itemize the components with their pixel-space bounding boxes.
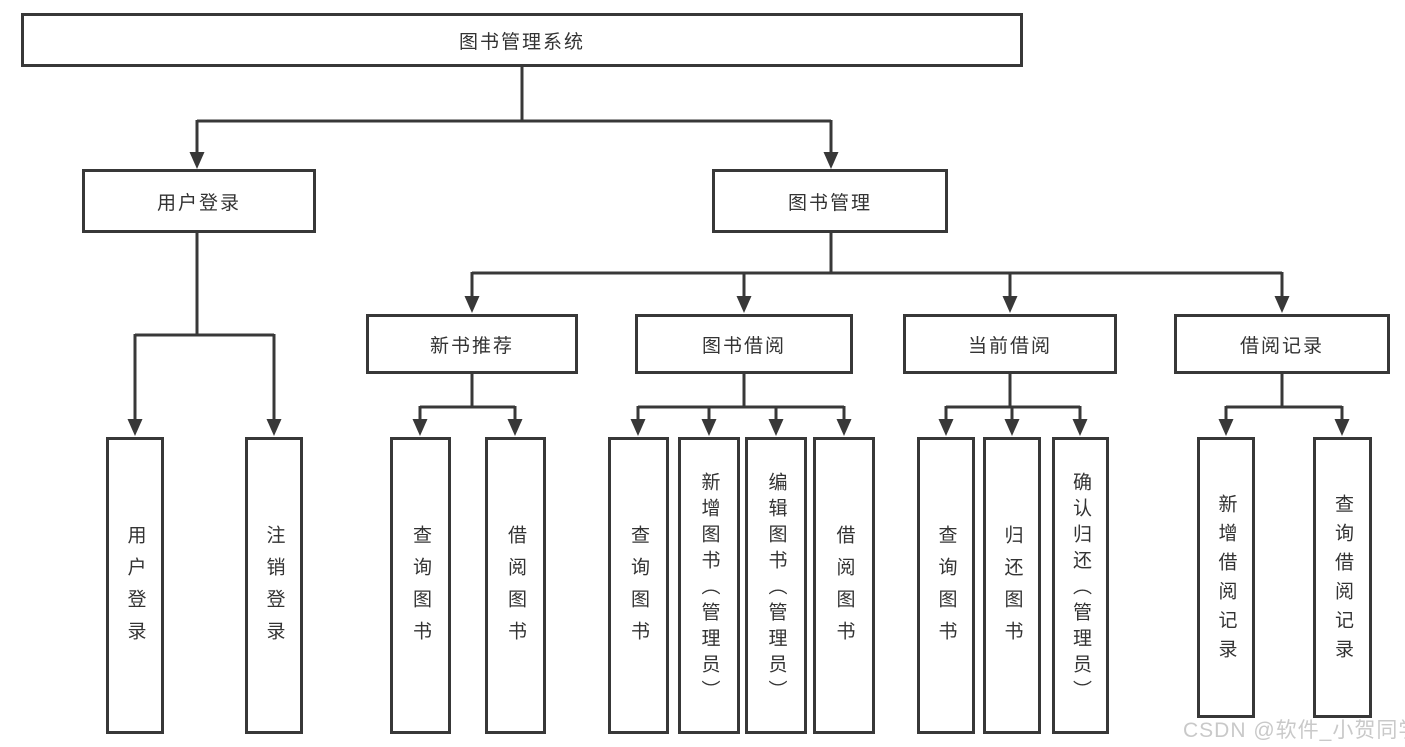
leaf-add-book-admin: 新增图书（管理员） [678,437,740,734]
leaf-confirm-return-admin: 确认归还（管理员） [1052,437,1109,734]
leaf-query-borrow-record: 查询借阅记录 [1313,437,1372,718]
node-book-mgmt: 图书管理 [712,169,948,233]
leaf-query-book-borrow: 查询图书 [608,437,669,734]
leaf-add-borrow-record: 新增借阅记录 [1197,437,1255,718]
leaf-query-book-recommend: 查询图书 [390,437,451,734]
leaf-user-login: 用户登录 [106,437,164,734]
leaf-borrow-book: 借阅图书 [813,437,875,734]
node-new-book-recommend: 新书推荐 [366,314,578,374]
leaf-borrow-book-recommend: 借阅图书 [485,437,546,734]
watermark: CSDN @软件_小贺同学 [1183,719,1405,742]
leaf-edit-book-admin: 编辑图书（管理员） [745,437,807,734]
node-root: 图书管理系统 [21,13,1023,67]
leaf-return-book: 归还图书 [983,437,1041,734]
node-user-login: 用户登录 [82,169,316,233]
leaf-logout: 注销登录 [245,437,303,734]
node-borrow-record: 借阅记录 [1174,314,1390,374]
leaf-query-book-current: 查询图书 [917,437,975,734]
node-current-borrow: 当前借阅 [903,314,1117,374]
node-book-borrow: 图书借阅 [635,314,853,374]
